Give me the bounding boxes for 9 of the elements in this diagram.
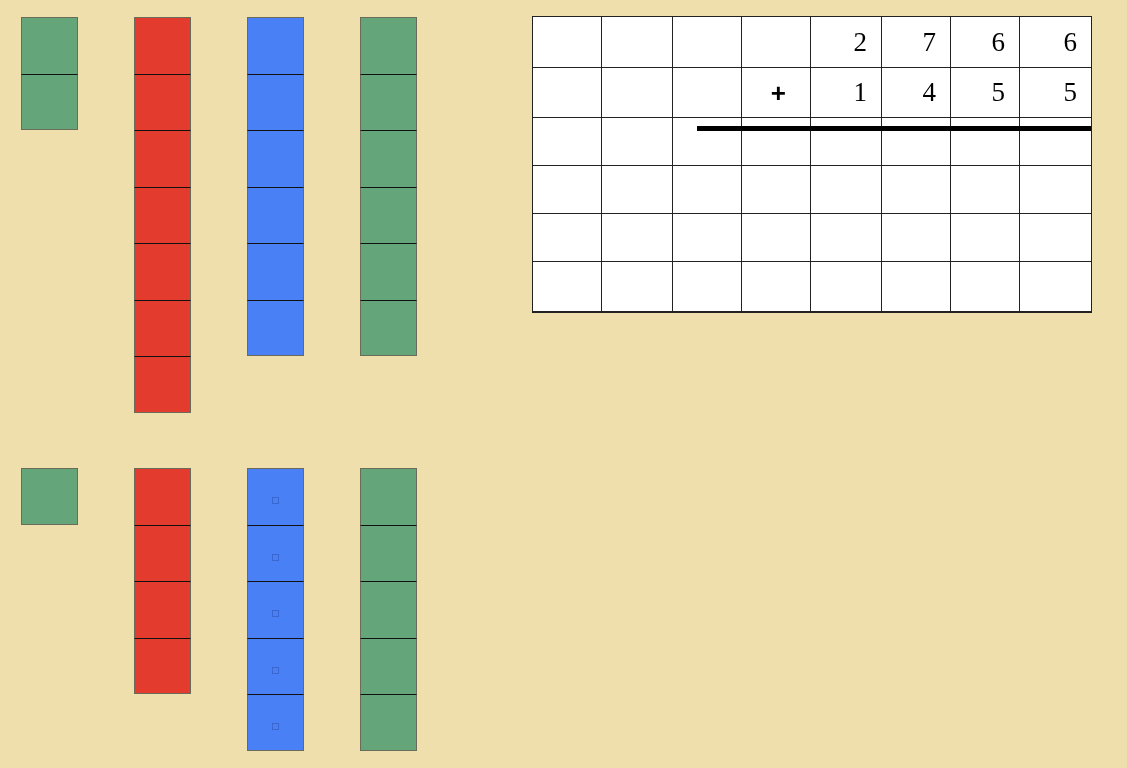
plus-sign: + <box>770 79 786 106</box>
digit: 7 <box>922 28 936 56</box>
digit: 2 <box>853 28 867 56</box>
digit: 6 <box>991 28 1005 56</box>
digit: 6 <box>1063 28 1077 56</box>
digit: 5 <box>1063 79 1077 106</box>
digit: 5 <box>991 79 1005 106</box>
digit: 4 <box>922 79 936 106</box>
digit: 1 <box>853 79 867 106</box>
